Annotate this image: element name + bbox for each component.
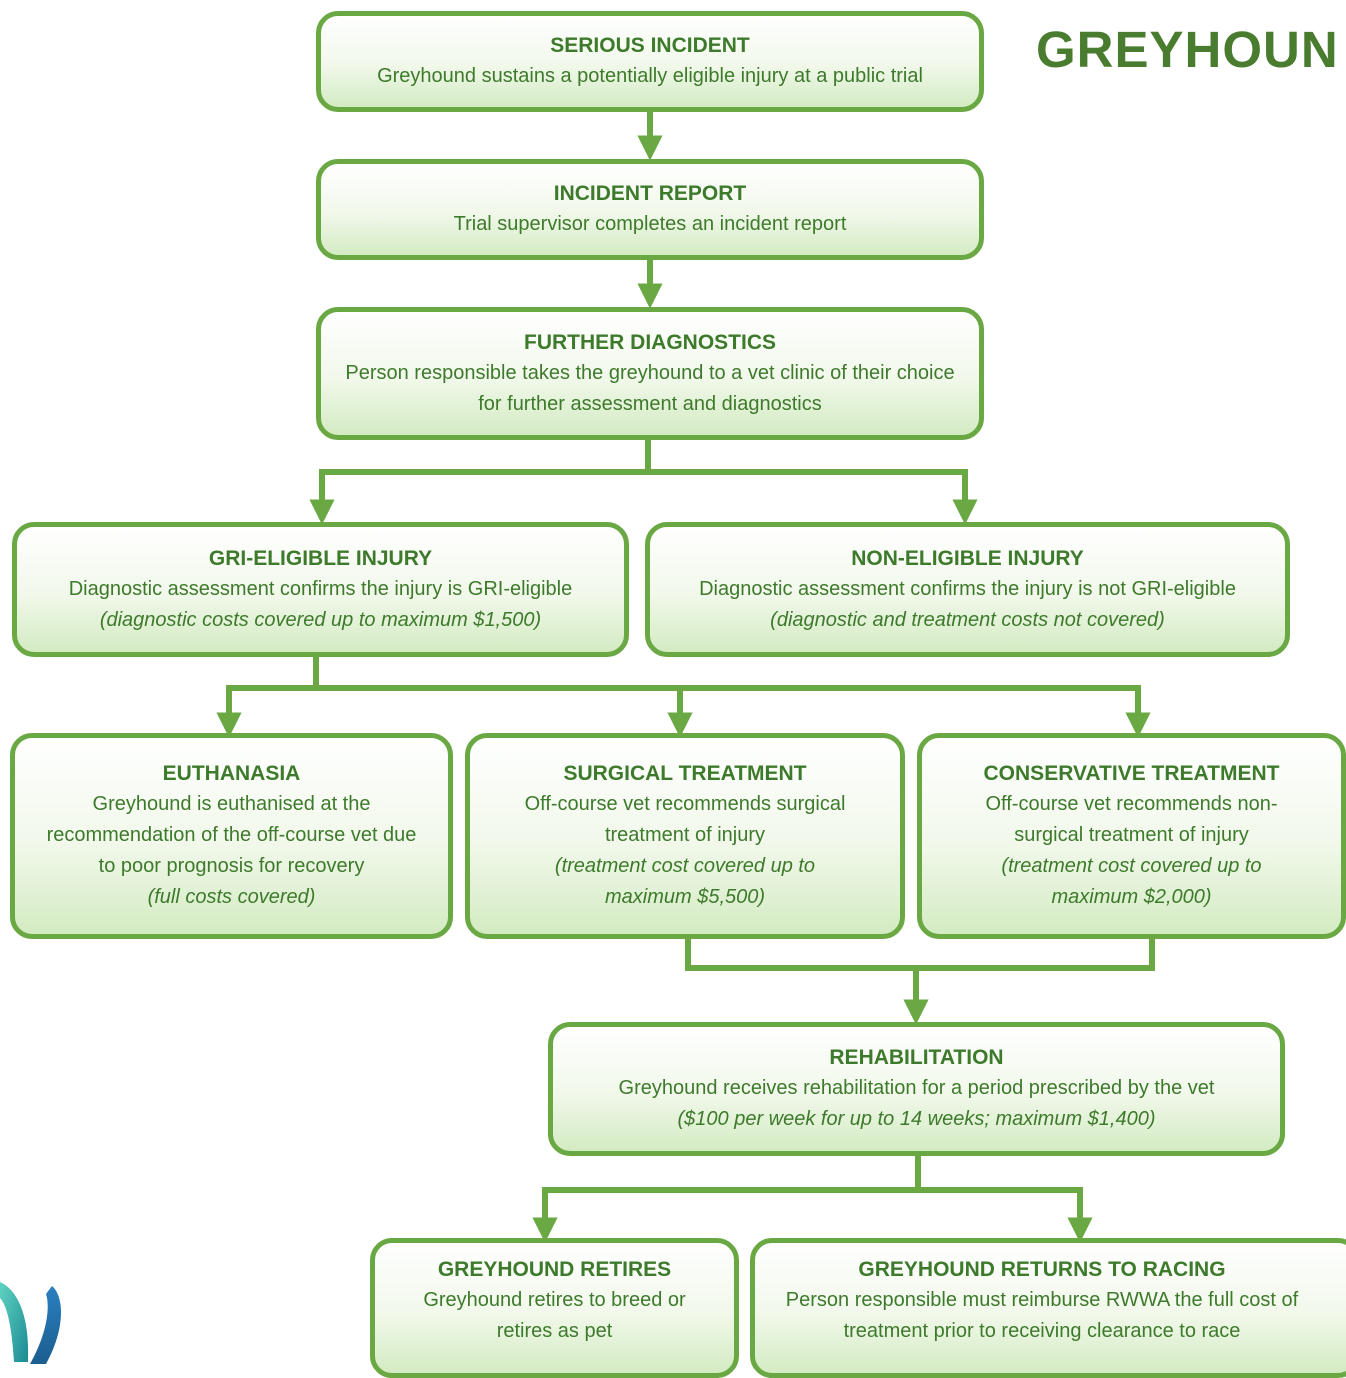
brand-logo-icon xyxy=(0,1282,62,1364)
node-further-diagnostics: FURTHER DIAGNOSTICS Person responsible t… xyxy=(316,307,984,440)
node-cost-note: (treatment cost covered up to maximum $5… xyxy=(554,855,816,908)
node-incident-report: INCIDENT REPORT Trial supervisor complet… xyxy=(316,159,984,260)
node-cost-note: (diagnostic and treatment costs not cove… xyxy=(770,608,1165,631)
node-description: Greyhound receives rehabilitation for a … xyxy=(618,1077,1215,1099)
node-euthanasia: EUTHANASIA Greyhound is euthanised at th… xyxy=(10,733,453,939)
node-title: INCIDENT REPORT xyxy=(553,182,747,205)
node-description: Trial supervisor completes an incident r… xyxy=(453,213,847,235)
node-surgical-treatment: SURGICAL TREATMENT Off-course vet recomm… xyxy=(465,733,905,939)
node-title: CONSERVATIVE TREATMENT xyxy=(983,762,1280,785)
page-heading: GREYHOUN xyxy=(1036,21,1339,78)
node-description: Diagnostic assessment confirms the injur… xyxy=(68,577,573,600)
node-description: Greyhound retires to breed or retires as… xyxy=(423,1289,686,1342)
node-greyhound-returns-to-racing: GREYHOUND RETURNS TO RACING Person respo… xyxy=(750,1238,1346,1378)
node-gri-eligible-injury: GRI-ELIGIBLE INJURY Diagnostic assessmen… xyxy=(12,522,629,657)
node-serious-incident: SERIOUS INCIDENT Greyhound sustains a po… xyxy=(316,11,984,112)
node-cost-note: (treatment cost covered up to maximum $2… xyxy=(1001,855,1262,908)
node-greyhound-retires: GREYHOUND RETIRES Greyhound retires to b… xyxy=(370,1238,739,1378)
node-cost-note: ($100 per week for up to 14 weeks; maxim… xyxy=(677,1108,1156,1130)
node-title: EUTHANASIA xyxy=(162,762,301,785)
node-description: Greyhound sustains a potentially eligibl… xyxy=(377,65,923,87)
node-title: FURTHER DIAGNOSTICS xyxy=(524,330,776,354)
node-description: Off-course vet recommends surgical treat… xyxy=(524,793,846,846)
node-title: GRI-ELIGIBLE INJURY xyxy=(208,546,433,570)
node-title: SERIOUS INCIDENT xyxy=(550,34,750,57)
node-description: Greyhound is euthanised at the recommend… xyxy=(46,793,417,877)
node-description: Person responsible must reimburse RWWA t… xyxy=(785,1289,1299,1342)
node-rehabilitation: REHABILITATION Greyhound receives rehabi… xyxy=(548,1022,1285,1156)
node-title: GREYHOUND RETURNS TO RACING xyxy=(858,1258,1226,1281)
node-title: SURGICAL TREATMENT xyxy=(563,762,807,785)
node-conservative-treatment: CONSERVATIVE TREATMENT Off-course vet re… xyxy=(917,733,1346,939)
node-non-eligible-injury: NON-ELIGIBLE INJURY Diagnostic assessmen… xyxy=(645,522,1290,657)
node-description: Off-course vet recommends non-surgical t… xyxy=(985,793,1278,846)
node-cost-note: (diagnostic costs covered up to maximum … xyxy=(99,608,542,631)
node-description: Person responsible takes the greyhound t… xyxy=(345,361,955,415)
node-title: NON-ELIGIBLE INJURY xyxy=(851,546,1084,570)
node-cost-note: (full costs covered) xyxy=(147,886,316,908)
node-title: REHABILITATION xyxy=(829,1046,1004,1069)
node-title: GREYHOUND RETIRES xyxy=(437,1258,672,1281)
node-description: Diagnostic assessment confirms the injur… xyxy=(699,577,1236,600)
